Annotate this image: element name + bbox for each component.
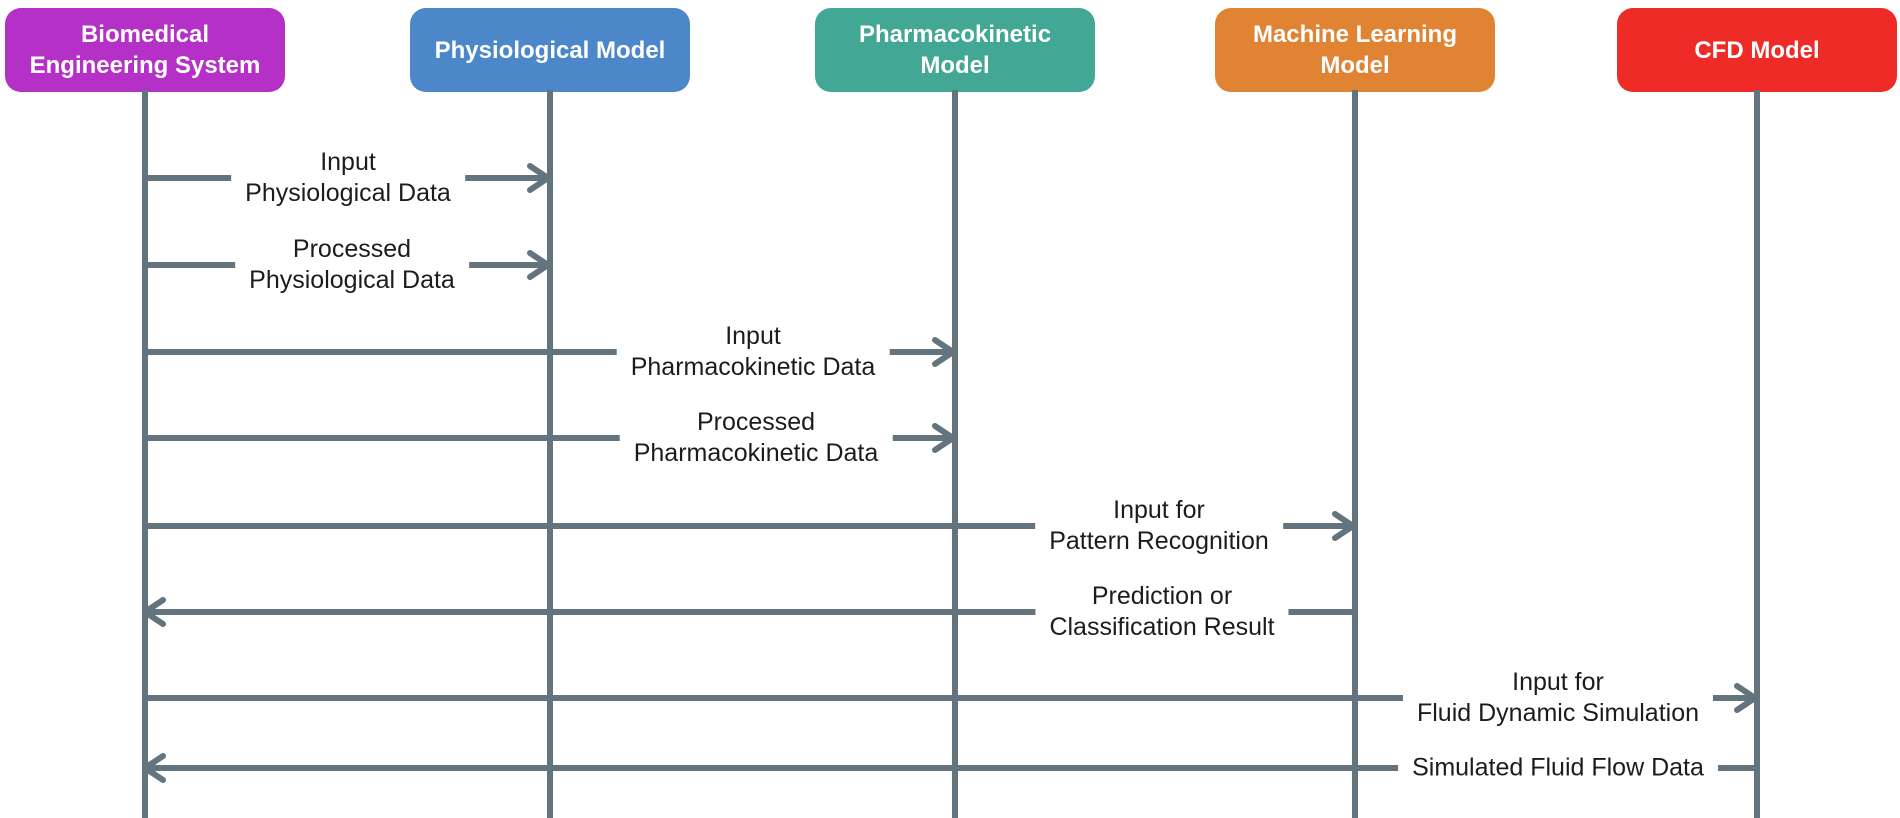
message-label-line1: Processed: [696, 408, 816, 436]
message-label-line1: Input: [320, 148, 376, 176]
message-label-line1: Input for: [1512, 668, 1604, 696]
arrowhead-left-icon: [142, 597, 166, 627]
message-label-line2: Pharmacokinetic Data: [630, 353, 876, 381]
actor-machine-learning-model: Machine Learning Model: [1215, 8, 1495, 92]
arrowhead-right-icon: [527, 250, 551, 280]
message-label: Simulated Fluid Flow Data: [1398, 750, 1718, 786]
message-label: Input for Pattern Recognition: [1035, 493, 1283, 559]
message-label-line1: Input for: [1113, 496, 1205, 524]
message-label-line2: Pharmacokinetic Data: [633, 439, 879, 467]
arrowhead-right-icon: [1332, 511, 1356, 541]
lifeline-machine-learning-model: [1352, 90, 1358, 818]
message-label: Prediction or Classification Result: [1035, 579, 1289, 645]
message-label-line2: Physiological Data: [245, 179, 451, 207]
lifeline-physiological-model: [547, 90, 553, 818]
actor-cfd-model: CFD Model: [1617, 8, 1897, 92]
message-label: Input Pharmacokinetic Data: [616, 319, 890, 385]
message-label-line2: Physiological Data: [249, 266, 455, 294]
actor-biomedical-engineering-system: Biomedical Engineering System: [5, 8, 285, 92]
message-line: [145, 523, 1355, 529]
arrowhead-left-icon: [142, 753, 166, 783]
message-label-line1: Processed: [292, 235, 412, 263]
lifeline-pharmacokinetic-model: [952, 90, 958, 818]
message-line: [145, 349, 955, 355]
message-label: Input for Fluid Dynamic Simulation: [1402, 665, 1714, 731]
message-label: Input Physiological Data: [231, 145, 465, 211]
message-line: [145, 695, 1757, 701]
actor-physiological-model: Physiological Model: [410, 8, 690, 92]
message-label-line2: Pattern Recognition: [1049, 527, 1269, 555]
message-label-line1: Input: [725, 322, 781, 350]
message-label-line2: Classification Result: [1049, 613, 1275, 641]
lifeline-biomedical-engineering-system: [142, 90, 148, 818]
message-label: Processed Pharmacokinetic Data: [619, 405, 893, 471]
message-label-line1: Prediction or: [1091, 582, 1233, 610]
arrowhead-right-icon: [527, 163, 551, 193]
arrowhead-right-icon: [1734, 683, 1758, 713]
message-label-line2: Fluid Dynamic Simulation: [1416, 699, 1700, 727]
message-line: [145, 609, 1355, 615]
message-line: [145, 435, 955, 441]
arrowhead-right-icon: [932, 337, 956, 367]
message-line: [145, 765, 1757, 771]
actor-pharmacokinetic-model: Pharmacokinetic Model: [815, 8, 1095, 92]
arrowhead-right-icon: [932, 423, 956, 453]
message-label-line1: Simulated Fluid Flow Data: [1412, 753, 1704, 782]
lifeline-cfd-model: [1754, 90, 1760, 818]
message-label: Processed Physiological Data: [235, 232, 469, 298]
